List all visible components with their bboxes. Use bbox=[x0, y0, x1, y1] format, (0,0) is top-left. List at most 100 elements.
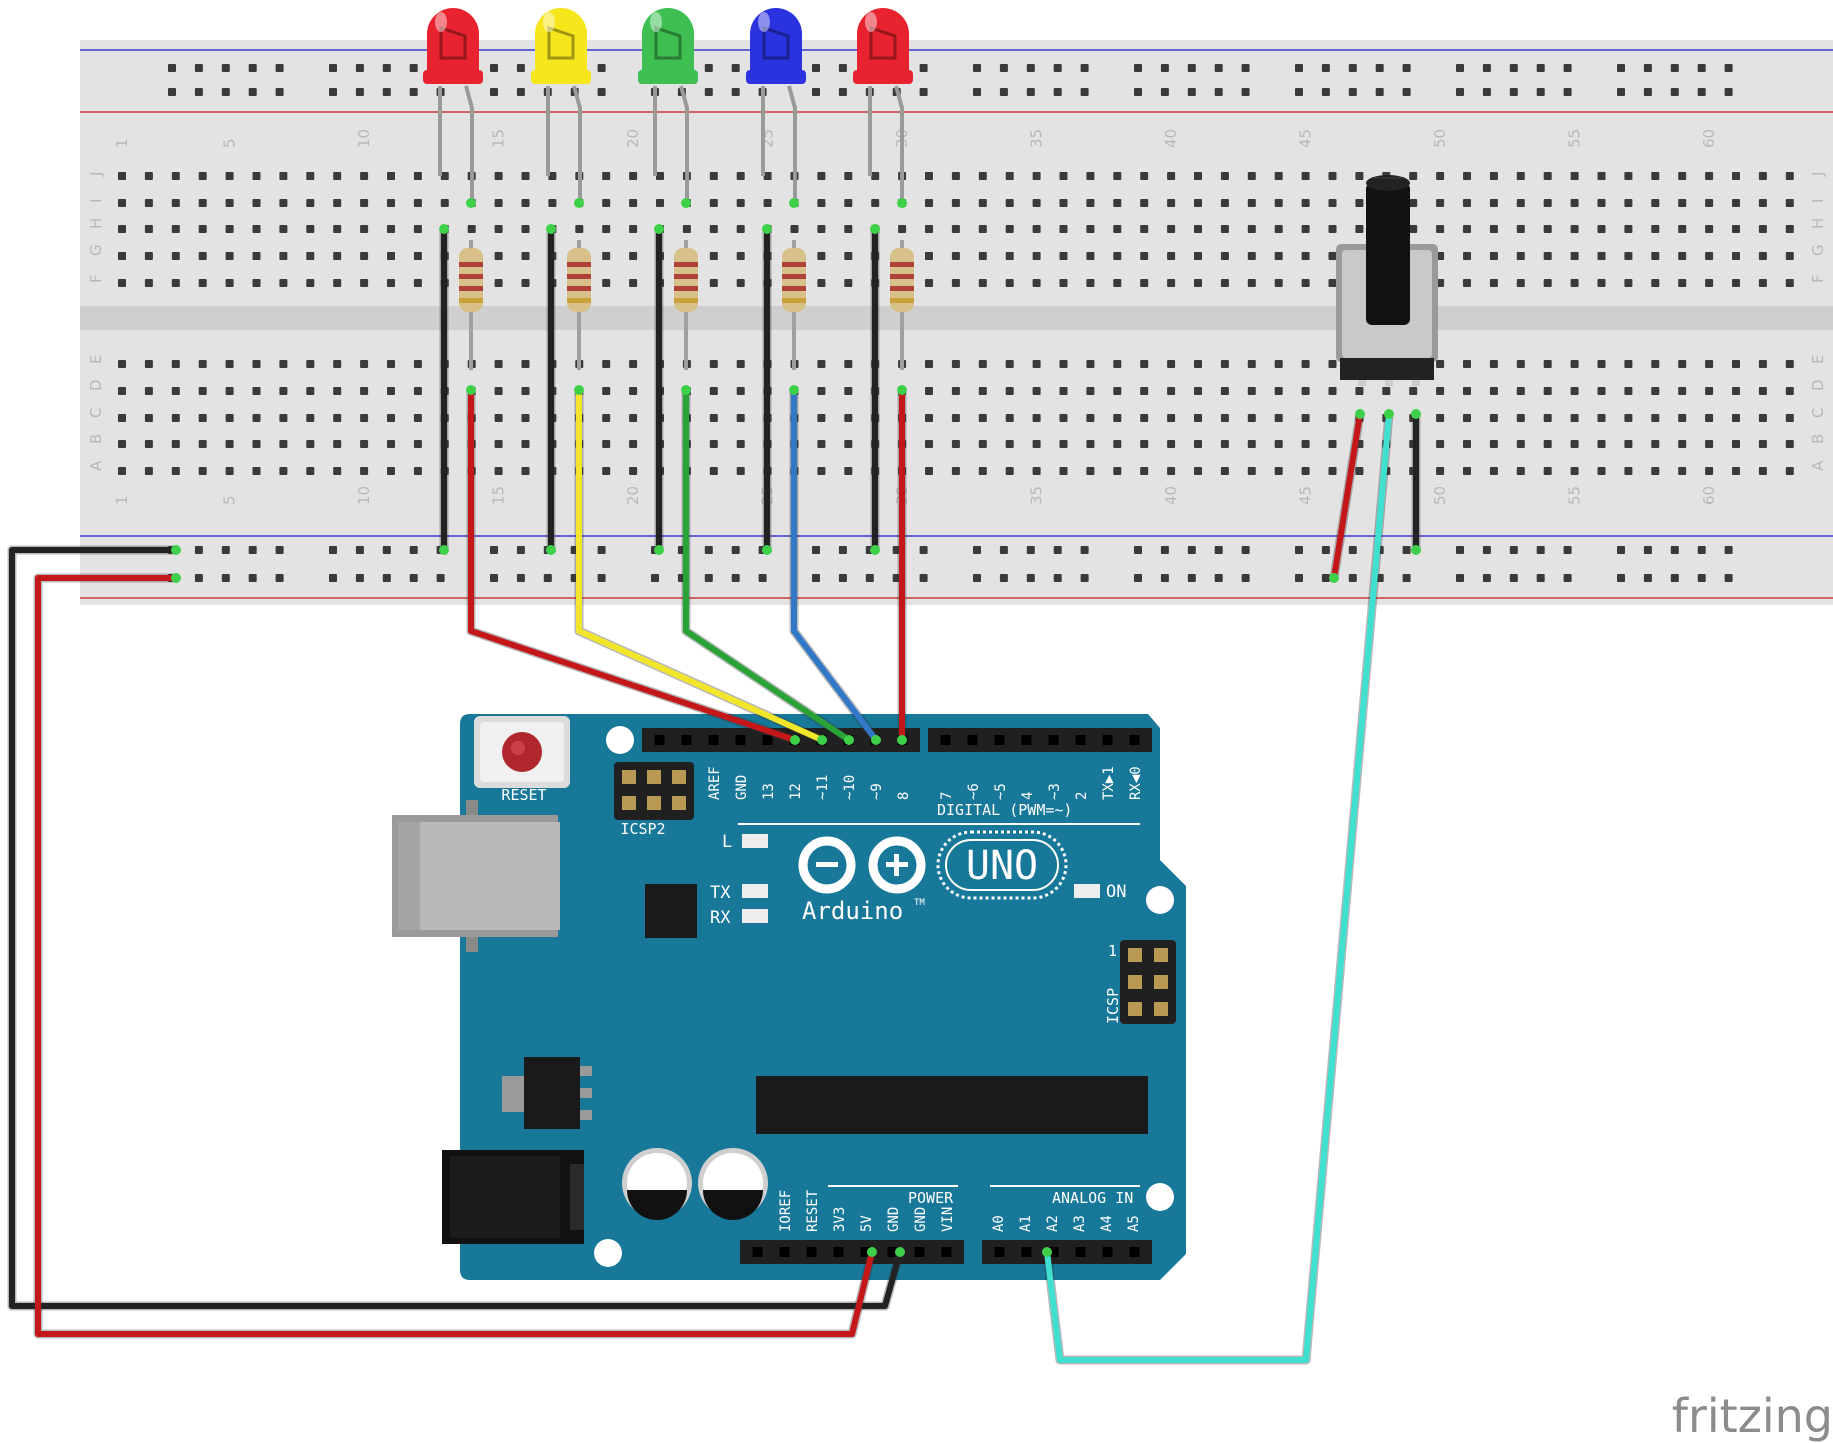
breadboard-hole bbox=[1758, 225, 1767, 233]
power-rail-hole bbox=[1080, 546, 1089, 554]
breadboard-hole bbox=[1059, 279, 1068, 287]
signal-wire-pin11 bbox=[576, 387, 825, 743]
breadboard-hole bbox=[1624, 387, 1633, 395]
breadboard-hole bbox=[333, 440, 342, 448]
breadboard-hole bbox=[118, 279, 126, 287]
row-letter: J bbox=[1809, 172, 1827, 177]
breadboard-hole bbox=[1705, 225, 1714, 233]
breadboard-hole bbox=[306, 440, 315, 448]
connection-point bbox=[762, 545, 772, 555]
breadboard-hole bbox=[1651, 279, 1660, 287]
resistor-band bbox=[459, 274, 483, 279]
power-rail-hole bbox=[1643, 88, 1652, 96]
breadboard-hole bbox=[1651, 172, 1660, 180]
power-rail-hole bbox=[1348, 574, 1357, 582]
column-number: 60 bbox=[1700, 129, 1718, 148]
power-rail-hole bbox=[355, 88, 364, 96]
breadboard-hole bbox=[1570, 199, 1579, 207]
breadboard-hole bbox=[1597, 172, 1606, 180]
breadboard-hole bbox=[198, 172, 207, 180]
breadboard-hole bbox=[360, 199, 369, 207]
breadboard-hole bbox=[1597, 467, 1606, 475]
power-pin-label: GND bbox=[913, 1207, 929, 1232]
breadboard-hole bbox=[387, 467, 395, 475]
breadboard-hole bbox=[1167, 467, 1176, 475]
power-rail-hole bbox=[1509, 574, 1518, 582]
breadboard-hole bbox=[413, 414, 422, 422]
digital-pin-label: ~6 bbox=[966, 783, 982, 800]
digital-pin-label: ~3 bbox=[1047, 783, 1063, 800]
led-leg bbox=[679, 85, 689, 203]
breadboard-hole bbox=[1355, 225, 1364, 233]
header-socket bbox=[1129, 1247, 1140, 1257]
breadboard-hole bbox=[118, 199, 126, 207]
breadboard-hole bbox=[521, 440, 530, 448]
breadboard-hole bbox=[1140, 172, 1149, 180]
row-letter: I bbox=[1809, 199, 1827, 203]
power-rail-hole bbox=[382, 88, 391, 96]
breadboard-hole bbox=[494, 414, 503, 422]
led-tx-indicator bbox=[742, 884, 768, 898]
power-rail-hole bbox=[1402, 546, 1411, 554]
breadboard-hole bbox=[1516, 414, 1525, 422]
power-rail-hole bbox=[1482, 88, 1491, 96]
breadboard-hole bbox=[790, 225, 799, 233]
breadboard-hole bbox=[1436, 252, 1445, 260]
breadboard-hole bbox=[1785, 225, 1794, 233]
power-rail-hole bbox=[1643, 574, 1652, 582]
breadboard-hole bbox=[1651, 252, 1660, 260]
power-rail-hole bbox=[382, 64, 391, 72]
breadboard-hole bbox=[494, 387, 503, 395]
analog-pin-label: A5 bbox=[1126, 1215, 1142, 1232]
breadboard-hole bbox=[1732, 172, 1740, 180]
wires bbox=[7, 198, 1421, 1365]
breadboard-hole bbox=[1463, 225, 1471, 233]
power-rail-hole bbox=[516, 546, 525, 554]
power-rail-hole bbox=[919, 546, 928, 554]
header-pin bbox=[672, 796, 686, 810]
power-rail-hole bbox=[1402, 88, 1411, 96]
breadboard-hole bbox=[817, 387, 826, 395]
row-letter: A bbox=[1809, 460, 1827, 471]
breadboard-hole bbox=[1678, 225, 1687, 233]
column-number: 60 bbox=[1700, 486, 1718, 505]
pot-signal-wire bbox=[1044, 411, 1392, 1363]
breadboard-hole bbox=[709, 199, 718, 207]
breadboard-hole bbox=[1705, 414, 1714, 422]
breadboard-hole bbox=[951, 414, 960, 422]
breadboard-hole bbox=[252, 252, 261, 260]
connection-point bbox=[574, 198, 584, 208]
breadboard-hole bbox=[1167, 225, 1176, 233]
breadboard-hole bbox=[306, 172, 315, 180]
header-socket bbox=[994, 1247, 1005, 1257]
led-body bbox=[857, 8, 909, 74]
potentiometer[interactable] bbox=[1336, 175, 1438, 386]
power-rail-hole bbox=[1160, 574, 1169, 582]
header-socket bbox=[806, 1247, 817, 1257]
breadboard-hole bbox=[1463, 387, 1471, 395]
breadboard-hole bbox=[1005, 172, 1014, 180]
breadboard-hole bbox=[1059, 467, 1068, 475]
breadboard-hole bbox=[602, 387, 611, 395]
power-rail-hole bbox=[731, 64, 740, 72]
breadboard-hole bbox=[387, 360, 395, 368]
breadboard-hole bbox=[1167, 414, 1176, 422]
breadboard-hole bbox=[252, 414, 261, 422]
resistor-band bbox=[674, 286, 698, 291]
power-rail-hole bbox=[1617, 88, 1625, 96]
breadboard-hole bbox=[1059, 440, 1068, 448]
breadboard-hole bbox=[709, 440, 718, 448]
led-rim bbox=[423, 70, 483, 84]
breadboard-hole bbox=[1301, 199, 1310, 207]
breadboard-hole bbox=[1328, 414, 1337, 422]
row-letter: I bbox=[87, 199, 105, 203]
header-socket bbox=[1048, 1247, 1059, 1257]
breadboard-hole bbox=[360, 252, 369, 260]
dc-power-jack bbox=[442, 1150, 584, 1244]
breadboard-hole bbox=[817, 467, 826, 475]
connection-point bbox=[171, 573, 181, 583]
breadboard-hole bbox=[225, 440, 234, 448]
header-socket bbox=[735, 735, 746, 745]
reset-button[interactable] bbox=[474, 716, 570, 788]
connection-point bbox=[466, 198, 476, 208]
